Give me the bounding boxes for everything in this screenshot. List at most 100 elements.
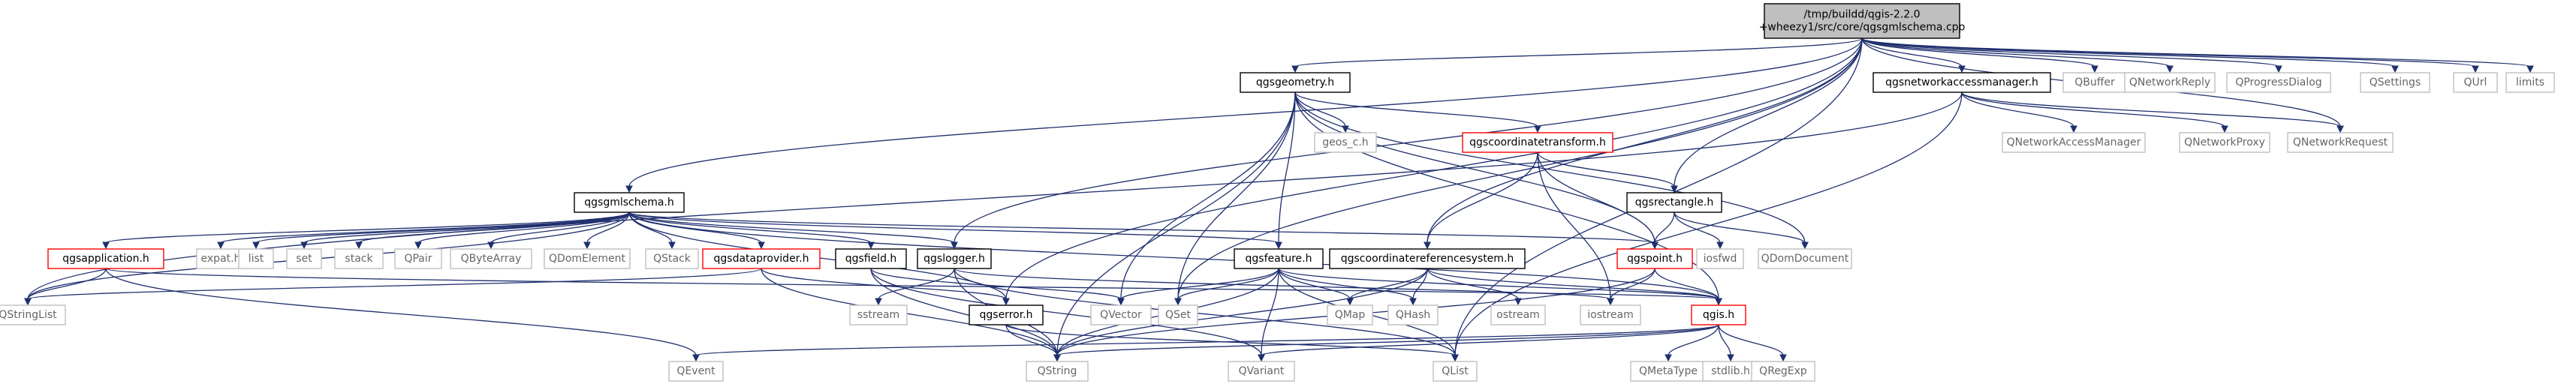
node-label: QPair xyxy=(404,253,432,265)
edge-qgsgeometry-to-qgscoordinatetransform xyxy=(1294,92,1541,134)
node-qevent[interactable]: QEvent xyxy=(668,361,724,382)
node-box xyxy=(334,248,384,269)
node-box xyxy=(0,304,66,326)
node-label: iosfwd xyxy=(1704,253,1737,265)
edge-qgscoordinatereferencesystem-to-qmap xyxy=(1346,268,1428,306)
node-box xyxy=(1872,72,2051,93)
node-label: qgsgeometry.h xyxy=(1256,76,1334,88)
node-qbuffer[interactable]: QBuffer xyxy=(2062,72,2127,93)
node-qnetworkreply[interactable]: QNetworkReply xyxy=(2124,72,2216,93)
node-qgsnetworkaccessmanager[interactable]: qgsnetworkaccessmanager.h xyxy=(1872,72,2051,93)
node-qsettings[interactable]: QSettings xyxy=(2360,72,2430,93)
node-box xyxy=(1626,192,1722,213)
node-label: qgsgmlschema.h xyxy=(584,196,674,208)
node-qprogressdialog[interactable]: QProgressDialog xyxy=(2226,72,2331,93)
node-box xyxy=(1490,304,1546,326)
node-box xyxy=(1616,248,1693,269)
node-qgscoordinatereferencesystem[interactable]: qgscoordinatereferencesystem.h xyxy=(1329,248,1526,269)
node-box xyxy=(2062,72,2127,93)
node-qstack[interactable]: QStack xyxy=(645,248,699,269)
node-qgspoint[interactable]: qgspoint.h xyxy=(1616,248,1693,269)
node-box xyxy=(1580,304,1641,326)
node-box xyxy=(1240,72,1351,93)
node-box xyxy=(544,248,631,269)
node-box xyxy=(1090,304,1152,326)
node-iostream[interactable]: iostream xyxy=(1580,304,1641,326)
node-box xyxy=(394,248,442,269)
nodes-layer: /tmp/buildd/qgis-2.2.0+wheezy1/src/core/… xyxy=(0,3,2555,382)
node-box xyxy=(1228,361,1295,382)
node-qnetworkaccessmanager[interactable]: QNetworkAccessManager xyxy=(2002,132,2146,153)
node-set[interactable]: set xyxy=(286,248,322,269)
node-qgsgmlschema[interactable]: qgsgmlschema.h xyxy=(574,192,685,213)
edge-root-to-qgsgeometry xyxy=(1291,38,1863,74)
node-label: QStringList xyxy=(0,309,57,321)
node-qnetworkproxy[interactable]: QNetworkProxy xyxy=(2179,132,2270,153)
node-qgsgeometry[interactable]: qgsgeometry.h xyxy=(1240,72,1351,93)
node-stdlib[interactable]: stdlib.h xyxy=(1702,361,1759,382)
node-geos_c[interactable]: geos_c.h xyxy=(1314,132,1377,153)
node-qgserror[interactable]: qgserror.h xyxy=(969,304,1044,326)
node-limits[interactable]: limits xyxy=(2505,72,2555,93)
node-qdomelement[interactable]: QDomElement xyxy=(544,248,631,269)
edge-qgsfeature-to-qvariant xyxy=(1258,268,1279,362)
node-qlist[interactable]: QList xyxy=(1433,361,1478,382)
node-label: QDomElement xyxy=(549,253,625,265)
node-label: QNetworkProxy xyxy=(2184,136,2265,148)
edge-qgsgeometry-to-qset xyxy=(1174,92,1296,306)
node-label: qgsfeature.h xyxy=(1246,253,1312,265)
node-qgscoordinatetransform[interactable]: qgscoordinatetransform.h xyxy=(1462,132,1613,153)
edge-qgsgmlschema-to-qgsfeature xyxy=(628,212,1282,250)
edge-qgscoordinatetransform-to-qgsrectangle xyxy=(1537,152,1678,194)
node-qstring[interactable]: QString xyxy=(1026,361,1089,382)
node-label: list xyxy=(249,253,264,265)
node-qurl[interactable]: QUrl xyxy=(2453,72,2498,93)
edge-qgsfeature-to-qset xyxy=(1174,268,1279,306)
node-box xyxy=(1314,132,1377,153)
node-root[interactable]: /tmp/buildd/qgis-2.2.0+wheezy1/src/core/… xyxy=(1759,3,1966,39)
node-qvariant[interactable]: QVariant xyxy=(1228,361,1295,382)
node-label: QUrl xyxy=(2464,76,2487,88)
edge-qgsgeometry-to-qdomdocument xyxy=(1294,92,1809,250)
node-qvector[interactable]: QVector xyxy=(1090,304,1152,326)
node-qset[interactable]: QSet xyxy=(1158,304,1198,326)
node-box xyxy=(645,248,699,269)
node-qnetworkrequest[interactable]: QNetworkRequest xyxy=(2287,132,2394,153)
edge-qgsgmlschema-to-qpair xyxy=(414,212,630,250)
node-box xyxy=(2505,72,2555,93)
node-qmetatype[interactable]: QMetaType xyxy=(1630,361,1707,382)
node-qhash[interactable]: QHash xyxy=(1387,304,1439,326)
node-qgsfeature[interactable]: qgsfeature.h xyxy=(1234,248,1324,269)
node-qregexp[interactable]: QRegExp xyxy=(1751,361,1815,382)
node-label: QByteArray xyxy=(461,253,522,265)
node-ostream[interactable]: ostream xyxy=(1490,304,1546,326)
node-qmap[interactable]: QMap xyxy=(1327,304,1373,326)
edge-root-to-qprogressdialog xyxy=(1861,38,2282,74)
node-label: QDomDocument xyxy=(1761,253,1849,265)
node-qgsfield[interactable]: qgsfield.h xyxy=(835,248,907,269)
node-qdomdocument[interactable]: QDomDocument xyxy=(1758,248,1852,269)
node-sstream[interactable]: sstream xyxy=(849,304,908,326)
edge-qgsgmlschema-to-qgslogger xyxy=(628,212,958,250)
node-qbytearray[interactable]: QByteArray xyxy=(450,248,532,269)
node-stack[interactable]: stack xyxy=(334,248,384,269)
edge-qgis-to-qevent xyxy=(692,324,1719,362)
node-qgsrectangle[interactable]: qgsrectangle.h xyxy=(1626,192,1722,213)
node-qgslogger[interactable]: qgslogger.h xyxy=(917,248,992,269)
node-label: QSettings xyxy=(2370,76,2421,88)
node-list[interactable]: list xyxy=(238,248,274,269)
node-box xyxy=(1234,248,1324,269)
node-iosfwd[interactable]: iosfwd xyxy=(1696,248,1744,269)
node-box xyxy=(1329,248,1526,269)
node-qgsapplication[interactable]: qgsapplication.h xyxy=(47,248,164,269)
node-label: qgslogger.h xyxy=(923,253,985,265)
edge-qgsnetworkaccessmanager-to-qnetworkaccessmanager xyxy=(1961,92,2077,134)
node-qgsdataprovider[interactable]: qgsdataprovider.h xyxy=(702,248,821,269)
node-box xyxy=(2124,72,2216,93)
node-qgis[interactable]: qgis.h xyxy=(1691,304,1746,326)
node-qpair[interactable]: QPair xyxy=(394,248,442,269)
node-label: qgsfield.h xyxy=(845,253,897,265)
node-qstringlist[interactable]: QStringList xyxy=(0,304,66,326)
node-expat[interactable]: expat.h xyxy=(196,248,246,269)
